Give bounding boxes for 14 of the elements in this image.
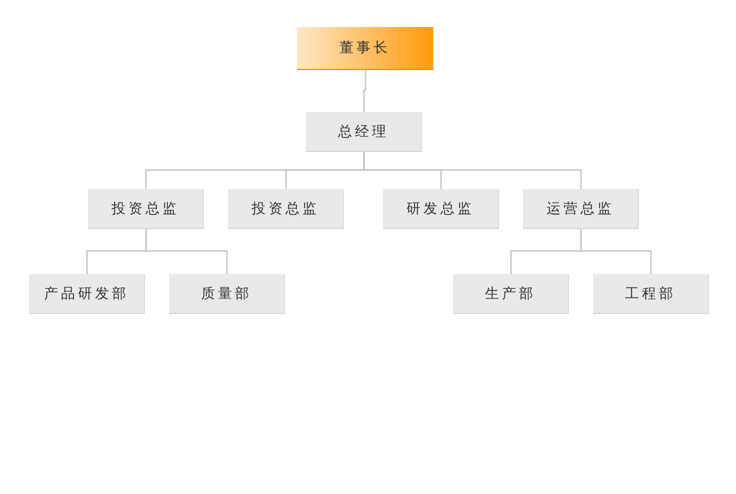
org-box: 工程部 <box>593 274 709 314</box>
connector-line <box>580 229 652 274</box>
top-box: 董事长 <box>297 27 434 70</box>
org-box: 运营总监 <box>523 189 639 229</box>
org-box: 投资总监 <box>88 189 204 229</box>
org-box: 产品研发部 <box>29 274 145 314</box>
connector-line <box>145 229 228 274</box>
connector-line <box>363 152 582 189</box>
org-box: 生产部 <box>453 274 569 314</box>
org-box: 总经理 <box>306 112 422 152</box>
org-box: 投资总监 <box>228 189 344 229</box>
connector-line <box>363 70 366 112</box>
org-box: 质量部 <box>169 274 285 314</box>
org-box: 研发总监 <box>383 189 499 229</box>
